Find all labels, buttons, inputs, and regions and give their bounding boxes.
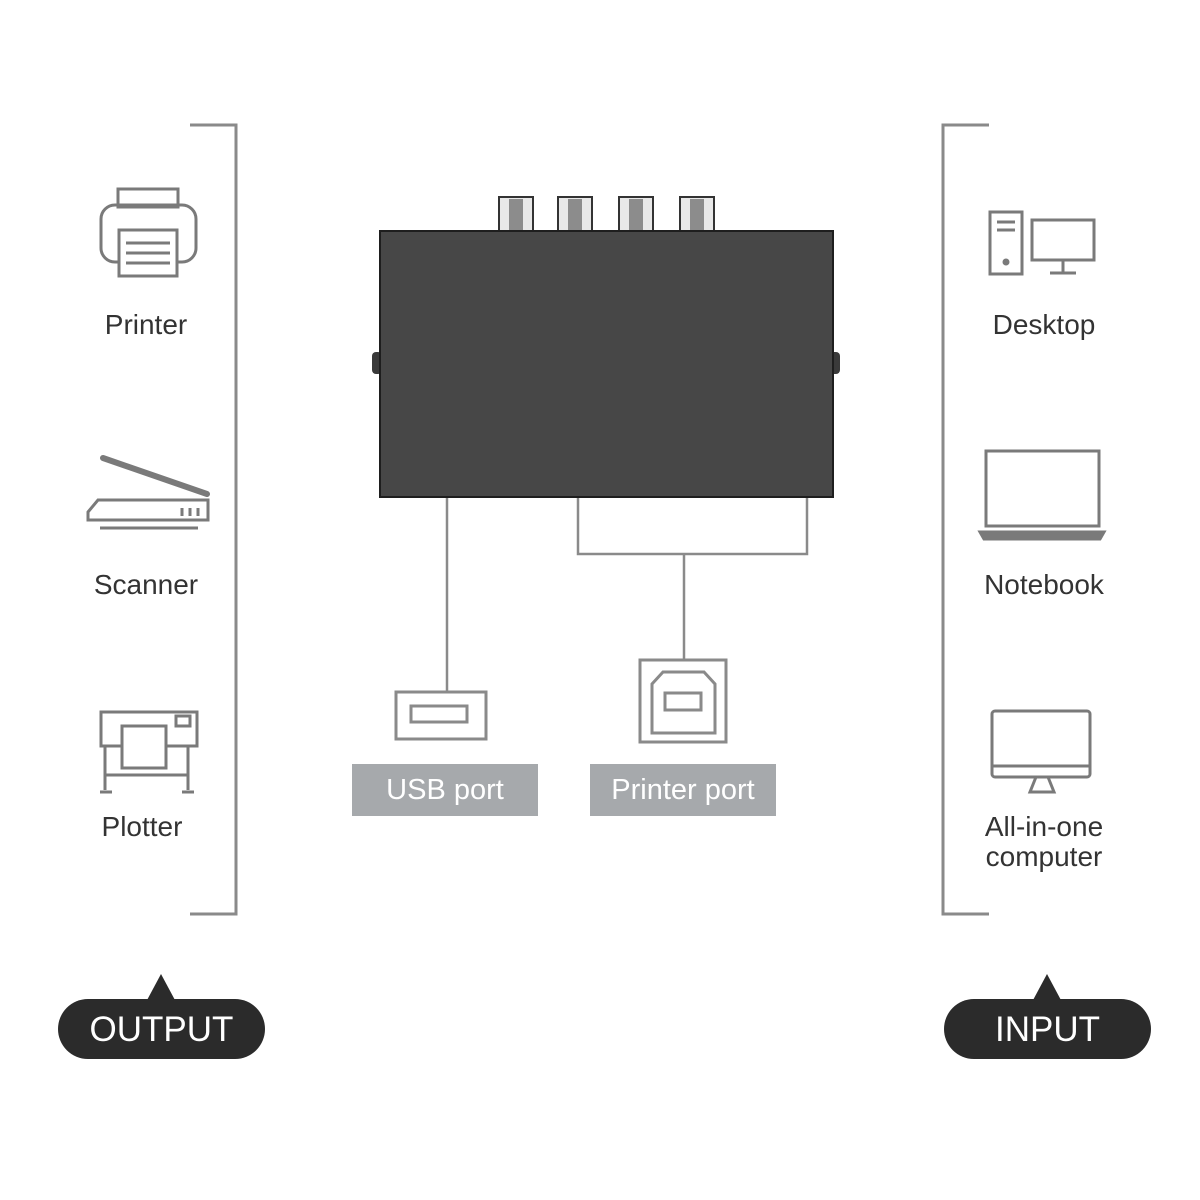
output-badge: OUTPUT [58,999,265,1059]
printer-port-tag: Printer port [590,764,776,816]
device-label-scanner: Scanner [93,569,199,600]
laptop-icon [977,449,1107,541]
printer-icon [99,187,198,278]
usb-port-tag: USB port [352,764,538,816]
switch-selector-buttons [498,196,715,233]
all-in-one-computer-icon [990,709,1092,794]
device-label-notebook: Notebook [984,569,1104,600]
output-bracket [190,123,238,916]
device-label-desktop: Desktop [992,309,1096,340]
device-label-plotter: Plotter [101,811,183,842]
connection-lines [445,498,809,692]
input-bracket [941,123,989,916]
plotter-icon [99,710,199,794]
input-badge-pointer [1032,974,1062,1002]
device-label-printer: Printer [104,309,188,340]
switch-box [379,230,834,498]
usb-b-port-icon [638,658,728,744]
output-badge-pointer [146,974,176,1002]
input-badge: INPUT [944,999,1151,1059]
usb-a-port-icon [394,690,488,741]
device-label-all-in-one: All-in-one computer [984,811,1104,872]
desktop-computer-icon [988,210,1096,276]
scanner-icon [86,455,210,530]
